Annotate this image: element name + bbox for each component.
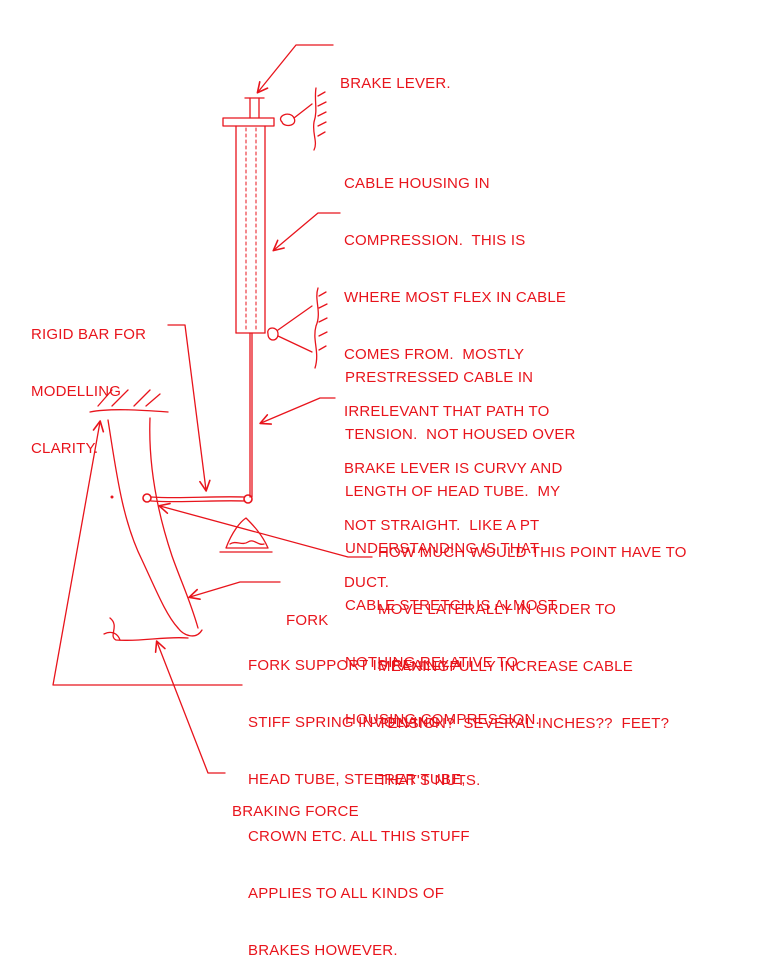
label-line: IRRELEVANT THAT PATH TO [344, 403, 550, 420]
label-prestressed-cable: PRESTRESSED CABLE IN TENSION. NOT HOUSED… [345, 330, 576, 748]
label-line: PRESTRESSED CABLE IN [345, 369, 534, 386]
label-line: FORK SUPPORT IS REALLY A [248, 657, 463, 674]
label-line: WHERE MOST FLEX IN CABLE [344, 289, 567, 306]
label-line: HOUSING COMPRESSION. [345, 711, 540, 728]
label-line: RIGID BAR FOR [31, 326, 147, 343]
label-line: STIFF SPRING INVOLVING [248, 714, 441, 731]
label-line: UNDERSTANDING IS THAT [345, 540, 540, 557]
label-line: NOT STRAIGHT. LIKE A PT [344, 517, 540, 534]
label-line: BRAKES HOWEVER. [248, 942, 398, 959]
cable-housing-drawing [235, 125, 328, 369]
label-line: LENGTH OF HEAD TUBE. MY [345, 483, 561, 500]
label-line: CLARITY. [31, 440, 99, 457]
label-line: HEAD TUBE, STEERER TUBE, [248, 771, 466, 788]
brake-cable-sketch [52, 44, 373, 774]
label-line: CABLE HOUSING IN [344, 175, 490, 192]
label-line: COMPRESSION. THIS IS [344, 232, 526, 249]
exposed-cable-drawing [249, 332, 253, 498]
label-rigid-bar: RIGID BAR FOR MODELLING CLARITY. [31, 287, 146, 477]
label-line: MEANINGFULLY INCREASE CABLE [378, 658, 633, 675]
label-line: FORK [286, 612, 329, 629]
label-line: MOVE LATERALLY IN ORDER TO [378, 601, 617, 618]
brake-lever-drawing [222, 87, 327, 151]
label-line: THAT'S NUTS. [378, 772, 481, 789]
label-line: COMES FROM. MOSTLY [344, 346, 525, 363]
label-line: NOTHING RELATIVE TO [345, 654, 518, 671]
fork-drawing [89, 389, 203, 642]
label-line: CABLE STRETCH IS ALMOST [345, 597, 558, 614]
label-line: BRAKE LEVER. [340, 75, 451, 92]
label-fork: FORK [286, 573, 328, 649]
label-line: MODELLING [31, 383, 122, 400]
label-line: BRAKING FORCE [232, 803, 359, 820]
label-line: DUCT. [344, 574, 390, 591]
label-line: TENSION? SEVERAL INCHES?? FEET? [378, 715, 670, 732]
label-line: APPLIES TO ALL KINDS OF [248, 885, 445, 902]
label-brake-lever: BRAKE LEVER. [340, 36, 451, 112]
label-line: BRAKE LEVER IS CURVY AND [344, 460, 563, 477]
label-lateral-question: HOW MUCH WOULD THIS POINT HAVE TO MOVE L… [378, 505, 687, 809]
label-line: TENSION. NOT HOUSED OVER [345, 426, 576, 443]
leader-lines [52, 44, 373, 774]
rigid-bar-drawing [142, 493, 273, 553]
label-line: HOW MUCH WOULD THIS POINT HAVE TO [378, 544, 687, 561]
label-braking-force: BRAKING FORCE [232, 764, 359, 840]
label-cable-housing: CABLE HOUSING IN COMPRESSION. THIS IS WH… [344, 136, 566, 611]
